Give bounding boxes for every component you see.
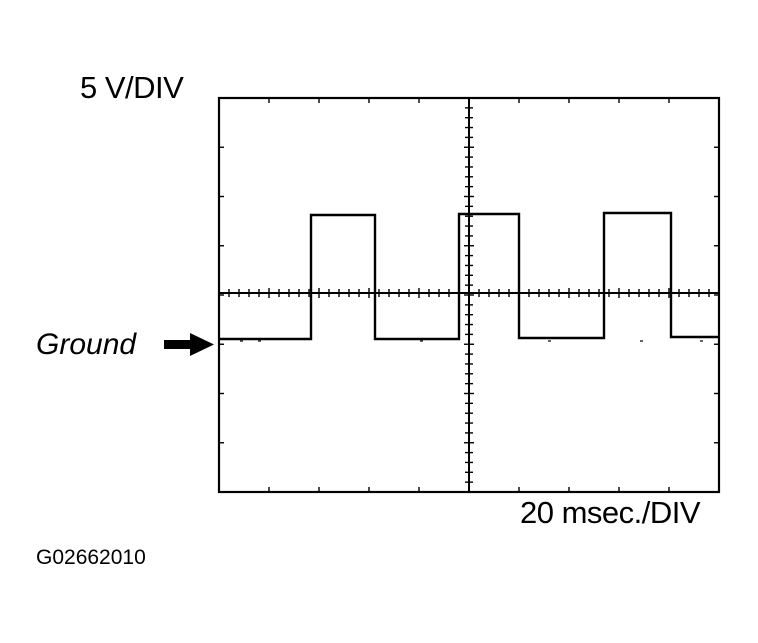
- border-division-ticks: [219, 98, 719, 492]
- vertical-axis-ticks: [464, 107, 474, 483]
- square-wave-trace: [219, 211, 719, 341]
- horizontal-axis-ticks: [228, 288, 710, 298]
- volts-per-div-label: 5 V/DIV: [80, 70, 184, 105]
- right-arrow-icon: [164, 333, 214, 356]
- figure-id: G02662010: [36, 546, 146, 569]
- ground-label: Ground: [36, 328, 137, 361]
- time-per-div-label: 20 msec./DIV: [520, 495, 701, 530]
